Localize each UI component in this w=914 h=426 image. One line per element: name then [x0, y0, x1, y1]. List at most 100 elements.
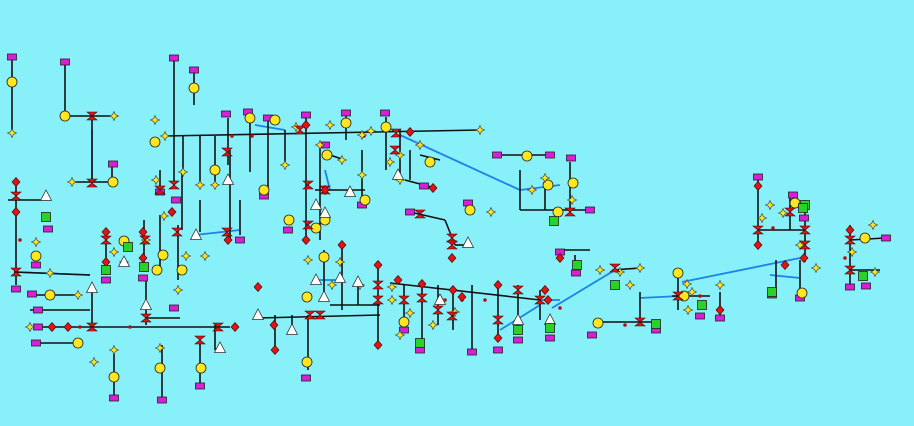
switch-diamond-icon: [138, 227, 148, 237]
switch-diamond-icon: [457, 292, 467, 302]
junction-star-icon: [566, 194, 578, 206]
square-icon: [610, 280, 620, 290]
pad-icon: [235, 236, 245, 244]
junction-star-icon: [386, 281, 398, 293]
square-icon: [545, 323, 555, 333]
switch-diamond-icon: [269, 320, 279, 330]
square-icon: [549, 216, 559, 226]
node-circle-icon: [464, 204, 476, 216]
node-circle-icon: [521, 150, 533, 162]
switch-diamond-icon: [301, 235, 311, 245]
square-icon: [858, 271, 868, 281]
pad-icon: [169, 304, 179, 312]
switch-diamond-icon: [448, 285, 458, 295]
junction-star-icon: [194, 179, 206, 191]
valve-bowtie-icon: [304, 310, 316, 320]
pad-icon: [157, 396, 167, 404]
node-circle-icon: [340, 117, 352, 129]
pad-icon: [881, 234, 891, 242]
node-circle-icon: [672, 267, 684, 279]
switch-diamond-icon: [373, 260, 383, 270]
junction-star-icon: [199, 250, 211, 262]
switch-diamond-icon: [428, 183, 438, 193]
switch-diamond-icon: [253, 282, 263, 292]
square-icon: [798, 203, 808, 213]
node-circle-icon: [398, 316, 410, 328]
junction-star-icon: [334, 256, 346, 268]
square-icon: [101, 265, 111, 275]
junction-star-icon: [594, 264, 606, 276]
pad-icon: [60, 58, 70, 66]
node-circle-icon: [359, 194, 371, 206]
junction-star-icon: [279, 159, 291, 171]
valve-bowtie-icon: [634, 317, 646, 327]
junction-star-icon: [764, 199, 776, 211]
junction-star-icon: [30, 236, 42, 248]
node-circle-icon: [244, 112, 256, 124]
node-circle-icon: [567, 177, 579, 189]
valve-bowtie-icon: [398, 295, 410, 305]
pad-icon: [545, 334, 555, 342]
valve-bowtie-icon: [414, 209, 426, 219]
node-circle-icon: [107, 176, 119, 188]
pin-dot: [78, 325, 82, 329]
triangle-icon: [391, 168, 405, 180]
junction-star-icon: [777, 207, 789, 219]
switch-diamond-icon: [11, 177, 21, 187]
triangle-icon: [309, 198, 323, 210]
valve-bowtie-icon: [432, 305, 444, 315]
junction-star-icon: [539, 172, 551, 184]
triangle-icon: [351, 275, 365, 287]
junction-star-icon: [88, 356, 100, 368]
valve-bowtie-icon: [784, 207, 796, 217]
node-circle-icon: [72, 337, 84, 349]
junction-star-icon: [44, 267, 56, 279]
pad-icon: [585, 206, 595, 214]
pad-icon: [545, 151, 555, 159]
node-circle-icon: [380, 121, 392, 133]
valve-bowtie-icon: [194, 335, 206, 345]
node-circle-icon: [188, 82, 200, 94]
valve-bowtie-icon: [294, 125, 306, 135]
node-circle-icon: [269, 114, 281, 126]
triangle-icon: [461, 236, 475, 248]
junction-star-icon: [634, 262, 646, 274]
square-icon: [513, 325, 523, 335]
junction-star-icon: [810, 262, 822, 274]
pin-dot: [250, 134, 254, 138]
pad-icon: [788, 191, 798, 199]
node-circle-icon: [108, 371, 120, 383]
triangle-icon: [85, 281, 99, 293]
square-icon: [651, 319, 661, 329]
junction-star-icon: [686, 286, 698, 298]
pin-dot: [698, 294, 702, 298]
junction-star-icon: [384, 156, 396, 168]
pin-dot: [771, 226, 775, 230]
valve-bowtie-icon: [799, 225, 811, 235]
pad-icon: [753, 173, 763, 181]
junction-star-icon: [427, 319, 439, 331]
valve-bowtie-icon: [154, 185, 166, 195]
valve-bowtie-icon: [390, 128, 402, 138]
square-icon: [767, 287, 777, 297]
pad-icon: [845, 283, 855, 291]
switch-diamond-icon: [493, 280, 503, 290]
triangle-icon: [309, 273, 323, 285]
square-icon: [41, 212, 51, 222]
junction-star-icon: [108, 110, 120, 122]
pad-icon: [467, 348, 477, 356]
junction-star-icon: [624, 279, 636, 291]
junction-star-icon: [180, 250, 192, 262]
node-circle-icon: [542, 179, 554, 191]
bus-line: [409, 211, 446, 221]
pad-icon: [799, 214, 809, 222]
switch-diamond-icon: [540, 285, 550, 295]
node-circle-icon: [321, 149, 333, 161]
valve-bowtie-icon: [609, 263, 621, 273]
node-circle-icon: [301, 356, 313, 368]
pad-icon: [138, 274, 148, 282]
node-circle-icon: [59, 110, 71, 122]
triangle-icon: [343, 185, 357, 197]
pad-icon: [861, 282, 871, 290]
junction-star-icon: [365, 125, 377, 137]
